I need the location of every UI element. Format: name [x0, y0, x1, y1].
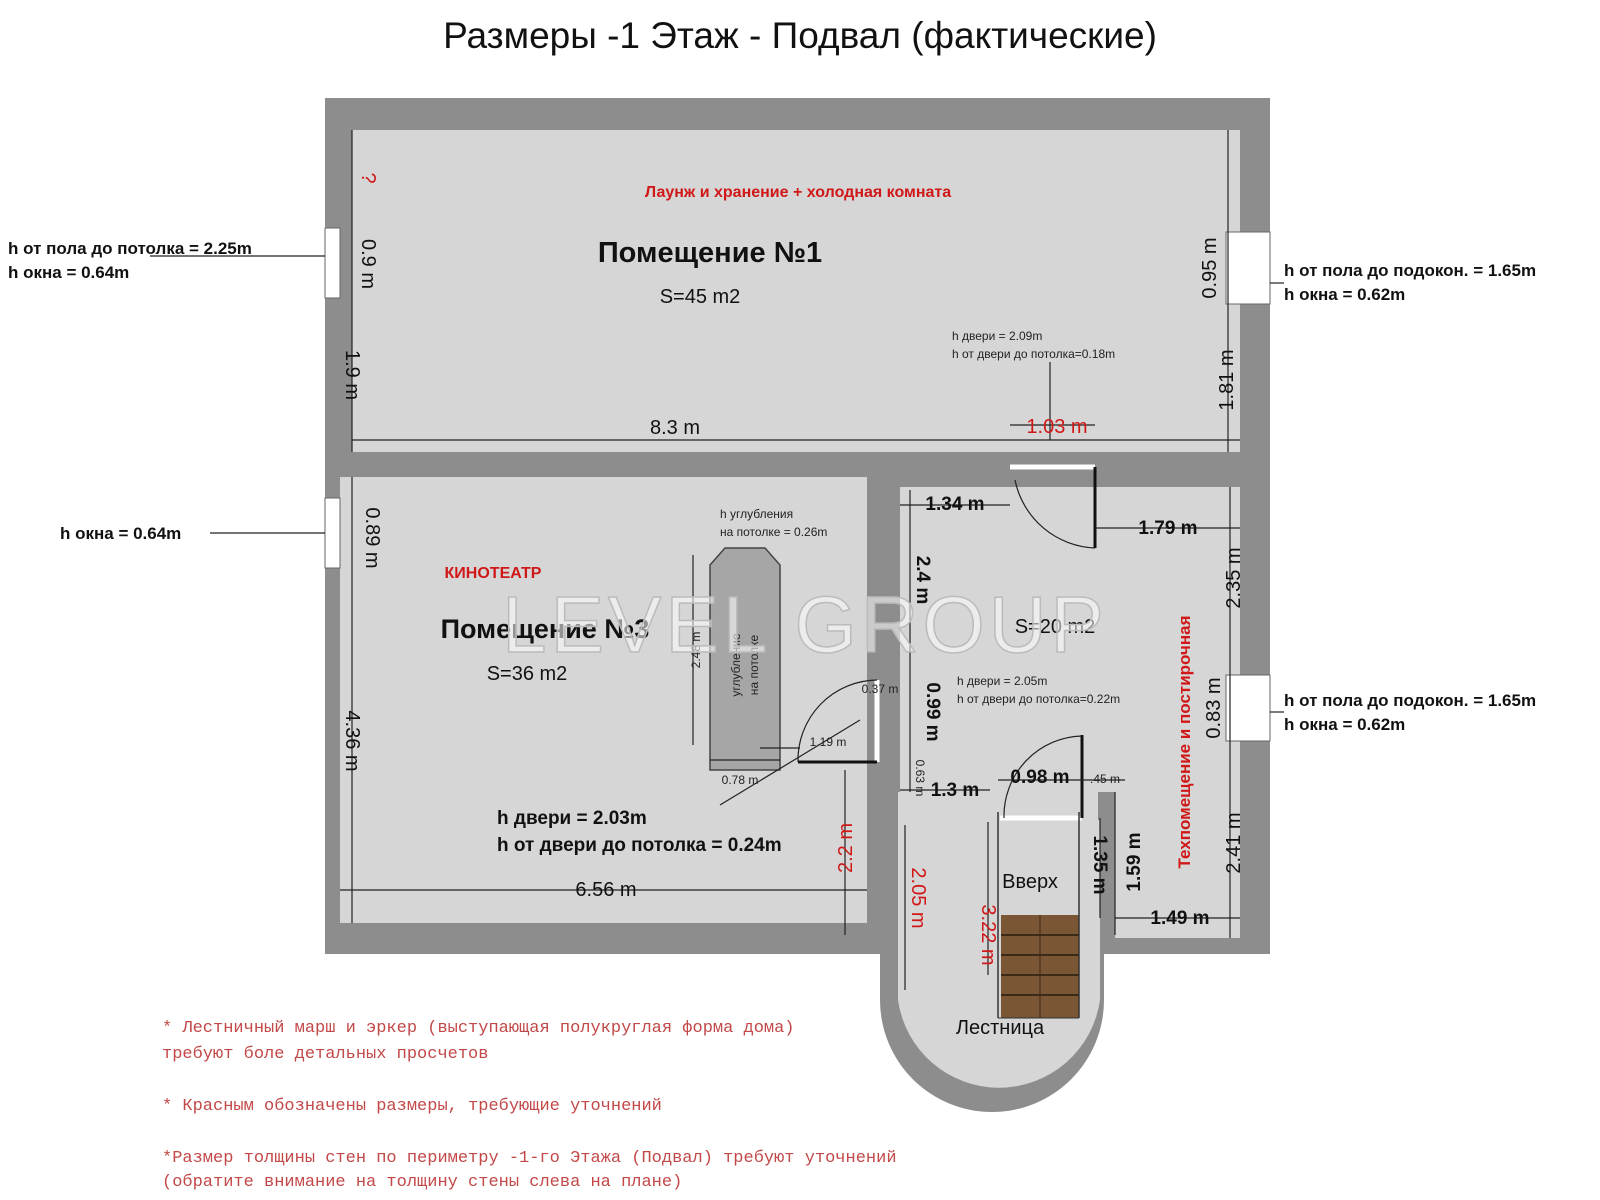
room2-floor	[900, 487, 1240, 792]
door1-height: h двери = 2.09m	[952, 329, 1042, 343]
dim-2-4: 2.4 m	[912, 556, 933, 605]
dim-1-19: 1.19 m	[810, 735, 847, 749]
dim-0-9: 0.9 m	[357, 239, 379, 289]
recess-note: на потолке = 0.26m	[720, 525, 827, 539]
window-right-top	[1225, 231, 1271, 305]
window-left-top	[324, 227, 341, 299]
dim-1-03: 1.03 m	[1026, 416, 1087, 438]
recess-label: углубление	[729, 633, 743, 697]
window-label-line: h окна = 0.62m	[1284, 285, 1405, 304]
dim-0-63: 0.63 m	[913, 760, 927, 797]
dim-0-83: 0.83 m	[1203, 677, 1225, 738]
dim-2-35: 2.35 m	[1223, 547, 1245, 608]
recess-label: на потолке	[747, 634, 761, 695]
staircase	[997, 812, 1080, 1019]
dim-1-3: 1.3 m	[931, 780, 980, 801]
window-left-mid	[324, 497, 341, 569]
room1-name: Помещение №1	[598, 237, 822, 269]
dim-2-05: 2.05 m	[907, 867, 929, 928]
stair-floor	[898, 820, 1100, 1088]
window-left-top-label: h от пола до потолка = 2.25m h окна = 0.…	[8, 239, 325, 282]
dim-1-49: 1.49 m	[1150, 908, 1209, 929]
dim-1-79: 1.79 m	[1138, 518, 1197, 539]
room3-area: S=36 m2	[487, 663, 568, 685]
room1-purpose: Лаунж и хранение + холодная комната	[645, 184, 951, 201]
door2-gap: h от двери до потолка=0.22m	[957, 692, 1120, 706]
dim-1-59: 1.59 m	[1124, 832, 1145, 891]
window-label-line: h от пола до подокон. = 1.65m	[1284, 261, 1536, 280]
room1-area: S=45 m2	[660, 286, 741, 308]
watermark: LEVEL GROUP	[502, 580, 1108, 669]
page-title: Размеры -1 Этаж - Подвал (фактические)	[443, 15, 1157, 56]
dim-8-3: 8.3 m	[650, 417, 700, 439]
room3-purpose: КИНОТЕАТР	[445, 565, 542, 582]
window-label-line: h окна = 0.62m	[1284, 715, 1405, 734]
room1-floor	[352, 130, 1240, 452]
dim-0-98: 0.98 m	[1010, 767, 1069, 788]
dim-0-78: 0.78 m	[722, 773, 759, 787]
dim-1-81: 1.81 m	[1216, 349, 1238, 410]
window-label-line: h от пола до подокон. = 1.65m	[1284, 691, 1536, 710]
dim-question: ?	[357, 172, 379, 183]
recess-note: h углубления	[720, 507, 793, 521]
dim-0-37: 0.37 m	[862, 682, 899, 696]
dim-045: .45 m	[1090, 772, 1120, 786]
dim-3-22: 3.22 m	[977, 904, 999, 965]
stairs-name: Лестница	[956, 1017, 1045, 1039]
window-right-bottom-label: h от пола до подокон. = 1.65m h окна = 0…	[1270, 691, 1536, 734]
dim-4-36: 4.36 m	[341, 710, 363, 771]
dim-1-34: 1.34 m	[925, 494, 984, 515]
dim-2-48: 2.48 m	[689, 632, 703, 669]
window-label-line: h от пола до потолка = 2.25m	[8, 239, 252, 258]
room2-purpose: Техпомещение и постирочная	[1175, 615, 1194, 868]
window-left-mid-label: h окна = 0.64m	[60, 524, 325, 543]
window-right-top-label: h от пола до подокон. = 1.65m h окна = 0…	[1270, 261, 1536, 304]
dim-6-56: 6.56 m	[575, 879, 636, 901]
door3-gap: h от двери до потолка = 0.24m	[497, 835, 782, 856]
room2-area: S=20 m2	[1015, 616, 1096, 638]
ceiling-recess	[709, 547, 781, 771]
dimension-lines	[340, 130, 1240, 990]
dim-0-99: 0.99 m	[922, 682, 943, 741]
door3-height: h двери = 2.03m	[497, 808, 647, 829]
window-label-line: h окна = 0.64m	[8, 263, 129, 282]
dim-2-2: 2.2 m	[835, 823, 857, 873]
footnote-line: *Размер толщины стен по периметру -1-го …	[162, 1149, 897, 1168]
footnote-line: * Красным обозначены размеры, требующие …	[162, 1097, 662, 1116]
footnote-line: (обратите внимание на толщину стены слев…	[162, 1173, 682, 1192]
dim-1-9: 1.9 m	[341, 350, 363, 400]
footnote-line: * Лестничный марш и эркер (выступающая п…	[162, 1019, 795, 1038]
dim-0-89: 0.89 m	[361, 507, 383, 568]
room2-lower-floor	[1115, 792, 1240, 938]
window-right-bottom	[1225, 674, 1271, 742]
stairs-up-label: Вверх	[1002, 871, 1058, 893]
footnote-line: требуют боле детальных просчетов	[162, 1045, 488, 1064]
door2-height: h двери = 2.05m	[957, 674, 1047, 688]
room3-floor	[340, 477, 867, 923]
dim-2-41: 2.41 m	[1223, 812, 1245, 873]
windows	[324, 227, 1271, 742]
footnotes: * Лестничный марш и эркер (выступающая п…	[162, 1019, 897, 1192]
room3-name: Помещение №3	[441, 614, 650, 644]
dim-1-35: 1.35 m	[1089, 835, 1110, 894]
dim-0-95: 0.95 m	[1199, 237, 1221, 298]
window-label-line: h окна = 0.64m	[60, 524, 181, 543]
doors	[797, 464, 1097, 821]
door1-gap: h от двери до потолка=0.18m	[952, 347, 1115, 361]
